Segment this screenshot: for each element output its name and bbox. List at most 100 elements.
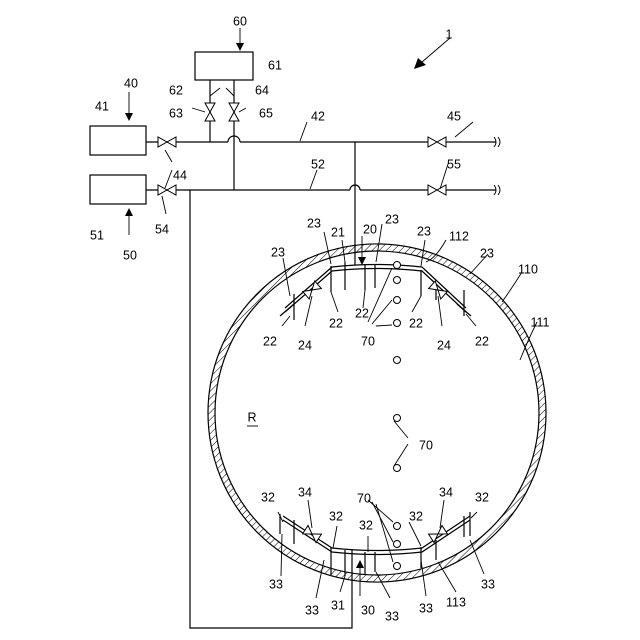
label-22: 22 <box>475 334 489 348</box>
arrow-40 <box>125 92 133 121</box>
box-41 <box>90 126 146 155</box>
label-50: 50 <box>123 248 137 262</box>
label-1: 1 <box>446 27 453 41</box>
leader-line <box>363 290 365 308</box>
leader-line <box>165 170 172 188</box>
leader-110 <box>502 272 522 302</box>
label-31: 31 <box>331 598 345 612</box>
port-70 <box>394 541 401 548</box>
label-44: 44 <box>173 168 187 182</box>
label-34: 34 <box>439 485 453 499</box>
port-70 <box>394 415 401 422</box>
label-70: 70 <box>419 438 433 452</box>
label-33: 33 <box>481 577 495 591</box>
leader-line <box>192 108 205 112</box>
leader-line <box>333 526 337 548</box>
valve-63 <box>205 103 215 121</box>
label-41: 41 <box>95 99 109 113</box>
label-21: 21 <box>331 225 345 239</box>
label-20: 20 <box>363 222 377 236</box>
label-33: 33 <box>385 609 399 623</box>
label-33: 33 <box>305 603 319 617</box>
label-70: 70 <box>361 334 375 348</box>
label-70: 70 <box>357 491 371 505</box>
leader-line <box>394 421 408 438</box>
leader-line <box>455 122 473 137</box>
label-113: 113 <box>446 595 466 609</box>
port-70 <box>394 563 401 570</box>
label-32: 32 <box>475 490 489 504</box>
label-22: 22 <box>263 334 277 348</box>
arrow-50 <box>125 208 133 235</box>
valve-55 <box>428 185 446 195</box>
box-51 <box>90 175 146 204</box>
leader-line <box>282 316 290 326</box>
valve-45 <box>428 137 446 147</box>
leader-line <box>372 502 393 542</box>
label-65: 65 <box>259 106 273 120</box>
leader-line <box>394 444 408 466</box>
label-24: 24 <box>298 338 312 352</box>
label-62: 62 <box>169 83 183 97</box>
label-22: 22 <box>329 316 343 330</box>
label-22: 22 <box>409 316 423 330</box>
label-32: 32 <box>409 509 423 523</box>
label-45: 45 <box>447 109 461 123</box>
leader-line <box>281 534 282 576</box>
label-110: 110 <box>518 262 538 276</box>
arrow-60 <box>236 28 244 51</box>
label-32: 32 <box>359 518 373 532</box>
leader-line <box>308 500 312 528</box>
label-112: 112 <box>449 229 469 243</box>
label-52: 52 <box>311 157 325 171</box>
leader-line <box>239 108 246 112</box>
leader-line <box>412 296 421 312</box>
label-34: 34 <box>298 485 312 499</box>
leader-line <box>226 88 234 96</box>
leader-line <box>409 522 421 546</box>
leader-line <box>305 296 312 326</box>
label-60: 60 <box>233 14 247 28</box>
port-70 <box>394 297 401 304</box>
label-23: 23 <box>480 246 494 260</box>
port-70 <box>394 320 401 327</box>
vessel-wall <box>208 244 546 582</box>
leader-line <box>300 122 307 141</box>
label-33: 33 <box>269 577 283 591</box>
leader-line <box>310 170 317 189</box>
valve-34 <box>429 525 448 542</box>
label-42: 42 <box>311 109 325 123</box>
line-52 <box>146 185 500 195</box>
label-64: 64 <box>255 83 269 97</box>
label-54: 54 <box>155 222 169 236</box>
leader-line <box>331 292 338 312</box>
pipes-60 <box>210 80 234 190</box>
label-111: 111 <box>530 315 549 329</box>
port-70 <box>394 262 401 269</box>
label-22: 22 <box>355 306 369 320</box>
port-70 <box>394 357 401 364</box>
valve-44 <box>158 137 176 147</box>
label-30: 30 <box>361 603 375 617</box>
label-32: 32 <box>261 490 275 504</box>
leader-line <box>210 88 220 96</box>
valve-54 <box>158 185 176 195</box>
port-70 <box>394 523 401 530</box>
box-61 <box>195 52 253 80</box>
label-23: 23 <box>385 212 399 226</box>
label-51: 51 <box>90 228 104 242</box>
leader-line <box>372 300 392 324</box>
leader-line <box>162 196 166 214</box>
label-61: 61 <box>268 58 282 72</box>
leader-line <box>438 296 442 326</box>
leader-line <box>471 512 477 518</box>
port-70 <box>394 277 401 284</box>
valve-34 <box>303 525 322 542</box>
label-23: 23 <box>271 245 285 259</box>
label-33: 33 <box>419 601 433 615</box>
label-23: 23 <box>307 216 321 230</box>
leader-line <box>376 504 393 562</box>
leader-line <box>421 560 426 596</box>
